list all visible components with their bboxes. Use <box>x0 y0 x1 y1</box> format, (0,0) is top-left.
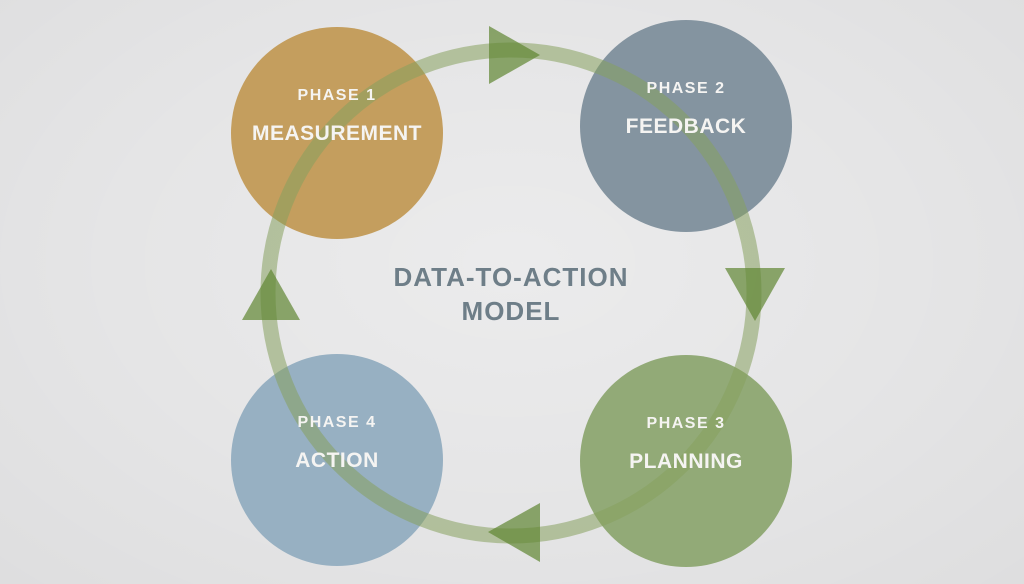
arrow-bottom-left-icon <box>488 503 540 562</box>
arrow-left-up-icon <box>242 269 300 320</box>
cycle-ring <box>260 42 762 544</box>
arrow-right-down-icon <box>725 268 785 321</box>
arrow-top-right-icon <box>489 26 540 84</box>
